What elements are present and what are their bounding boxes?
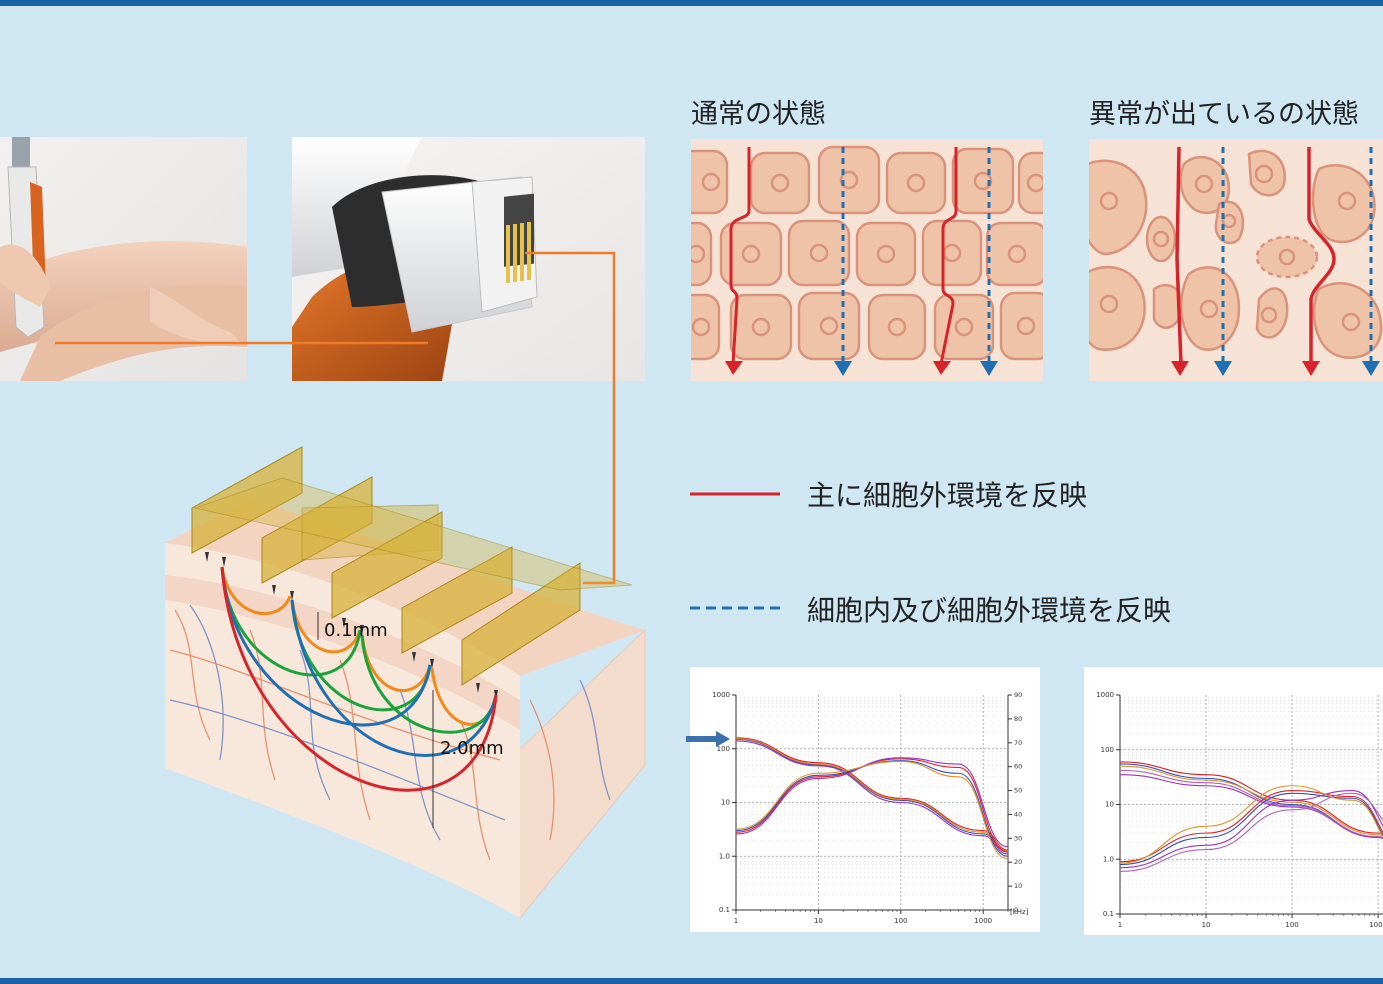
y-right-tick-label: 0 [1014, 906, 1018, 914]
y-right-tick-label: 30 [1014, 834, 1022, 842]
y-right-tick-label: 60 [1014, 763, 1022, 771]
cell-panel-normal [691, 139, 1043, 381]
series-line-rising [735, 760, 1009, 857]
y-tick-label: 10 [721, 799, 730, 807]
y-right-tick-label: 10 [1014, 882, 1022, 890]
y-tick-label: 1.0 [719, 852, 730, 860]
photo-probe-head [292, 137, 645, 381]
heading-normal-state: 通常の状態 [691, 99, 826, 130]
series-line-rising [1119, 789, 1383, 869]
y-tick-label: 1.0 [1103, 855, 1114, 863]
x-tick-label: 1 [1118, 921, 1122, 929]
photo-device-on-arm [0, 137, 247, 381]
y-tick-label: 10 [1105, 801, 1114, 809]
series-line-falling [1119, 769, 1383, 839]
x-tick-label: 10 [1202, 921, 1211, 929]
series-line-rising [735, 760, 1009, 860]
impedance-chart-normal: 0.1 1.0 10 100 1000 1 10 100 1000 [kHz]0 10 20 30 40 5… [690, 667, 1040, 932]
heading-abnormal-state: 異常が出ているの状態 [1089, 99, 1359, 130]
y-tick-label: 100 [1101, 746, 1114, 754]
series-line-rising [1119, 792, 1383, 866]
series-line-falling [735, 738, 1009, 853]
series-line-rising [1119, 792, 1383, 872]
current-arcs [220, 566, 498, 792]
x-tick-label: 100 [1285, 921, 1298, 929]
y-right-tick-label: 90 [1014, 691, 1022, 699]
x-tick-label: 1 [734, 917, 738, 925]
y-tick-label: 1000 [712, 691, 730, 699]
series-line-falling [735, 740, 1009, 855]
impedance-chart-abnormal: 0.1 1.0 10 100 1000 1 10 100 1000 [1084, 667, 1383, 935]
connector-lines [55, 251, 616, 585]
x-tick-label: 10 [814, 917, 823, 925]
bottom-frame-bar [0, 978, 1383, 984]
series-line-rising [1119, 785, 1383, 864]
y-tick-label: 0.1 [719, 906, 730, 914]
x-tick-label: 1000 [1369, 921, 1383, 929]
x-tick-label: 100 [894, 917, 907, 925]
y-right-tick-label: 70 [1014, 739, 1022, 747]
y-right-tick-label: 40 [1014, 810, 1022, 818]
series-line-falling [735, 737, 1009, 852]
y-tick-label: 1000 [1096, 691, 1114, 699]
depth-label-shallow: 0.1mm [324, 620, 388, 641]
y-right-tick-label: 80 [1014, 715, 1022, 723]
y-tick-label: 100 [717, 745, 730, 753]
cell-panel-abnormal [1089, 139, 1383, 381]
series-line-falling [1119, 774, 1383, 840]
legend-solid-label: 主に細胞外環境を反映 [807, 479, 1088, 512]
electrode-needles [205, 552, 498, 700]
legend-dashed-label: 細胞内及び細胞外環境を反映 [807, 594, 1172, 627]
y-right-tick-label: 50 [1014, 787, 1022, 795]
electrode-plates [191, 446, 633, 686]
reference-arrow-icon [686, 731, 730, 747]
y-tick-label: 0.1 [1103, 910, 1114, 918]
series-line-falling [735, 737, 1009, 851]
series-line-rising [735, 757, 1009, 848]
series-line-rising [1119, 789, 1383, 863]
blood-vessels [169, 604, 611, 861]
top-frame-bar [0, 0, 1383, 6]
legend-solid-line [690, 492, 780, 496]
series-line-rising [735, 758, 1009, 853]
y-right-tick-label: 20 [1014, 858, 1022, 866]
depth-label-deep: 2.0mm [440, 738, 504, 759]
x-tick-label: 1000 [974, 917, 992, 925]
depth-markers [317, 612, 434, 828]
x-unit-label: [kHz] [1010, 908, 1029, 916]
